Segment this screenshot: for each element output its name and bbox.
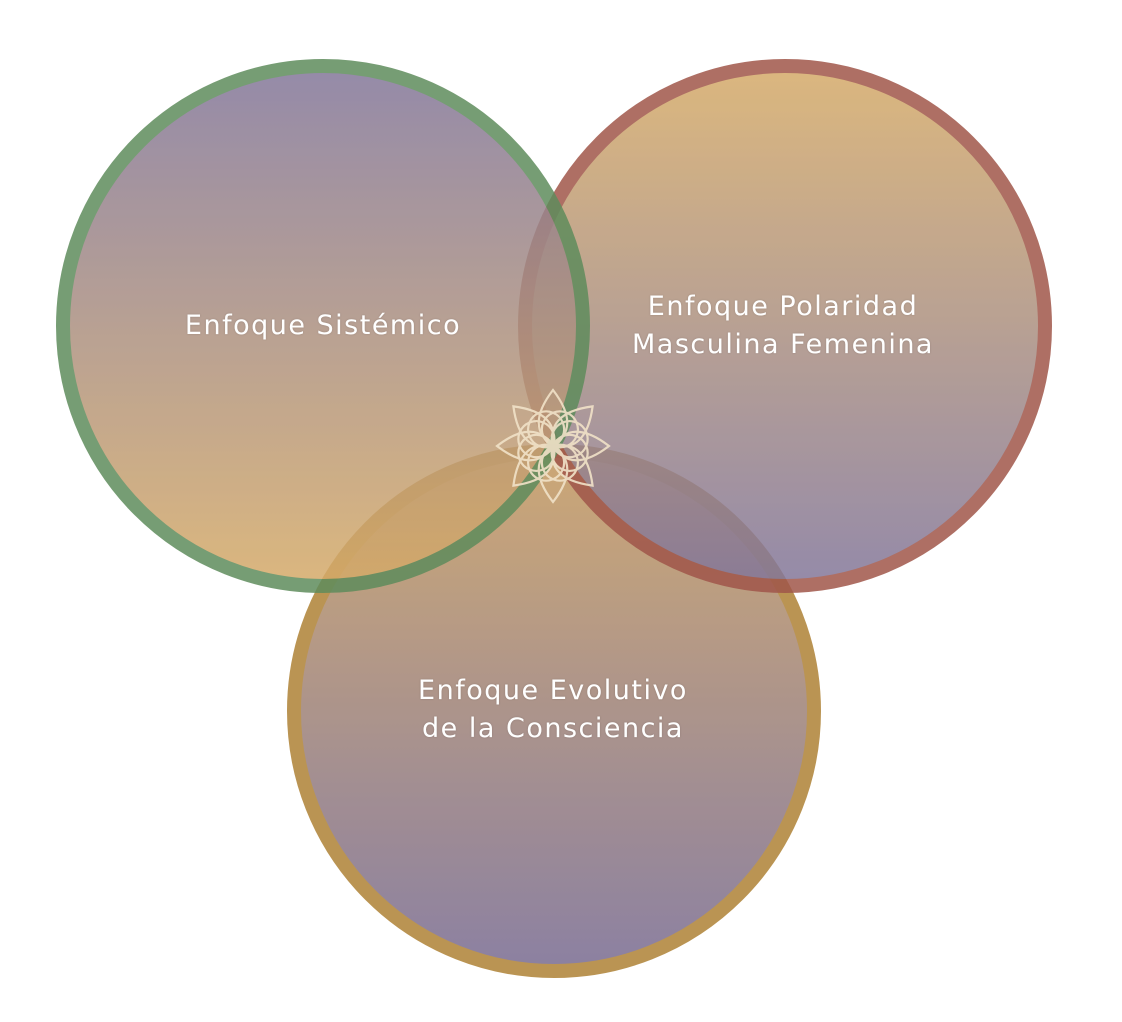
label-enfoque-sistemico: Enfoque Sistémico — [185, 307, 461, 345]
label-line: Enfoque Sistémico — [184, 310, 462, 341]
label-line: Enfoque Evolutivo — [418, 675, 688, 706]
lotus-emblem-icon — [495, 388, 611, 504]
label-enfoque-evolutivo: Enfoque Evolutivo de la Consciencia — [418, 672, 688, 748]
label-line: Masculina Femenina — [632, 329, 934, 360]
lotus-ring — [527, 410, 566, 449]
label-enfoque-polaridad: Enfoque Polaridad Masculina Femenina — [632, 288, 934, 364]
circle-enfoque-sistemico — [56, 59, 590, 593]
label-line: Enfoque Polaridad — [647, 291, 919, 322]
label-line: de la Consciencia — [422, 713, 684, 744]
